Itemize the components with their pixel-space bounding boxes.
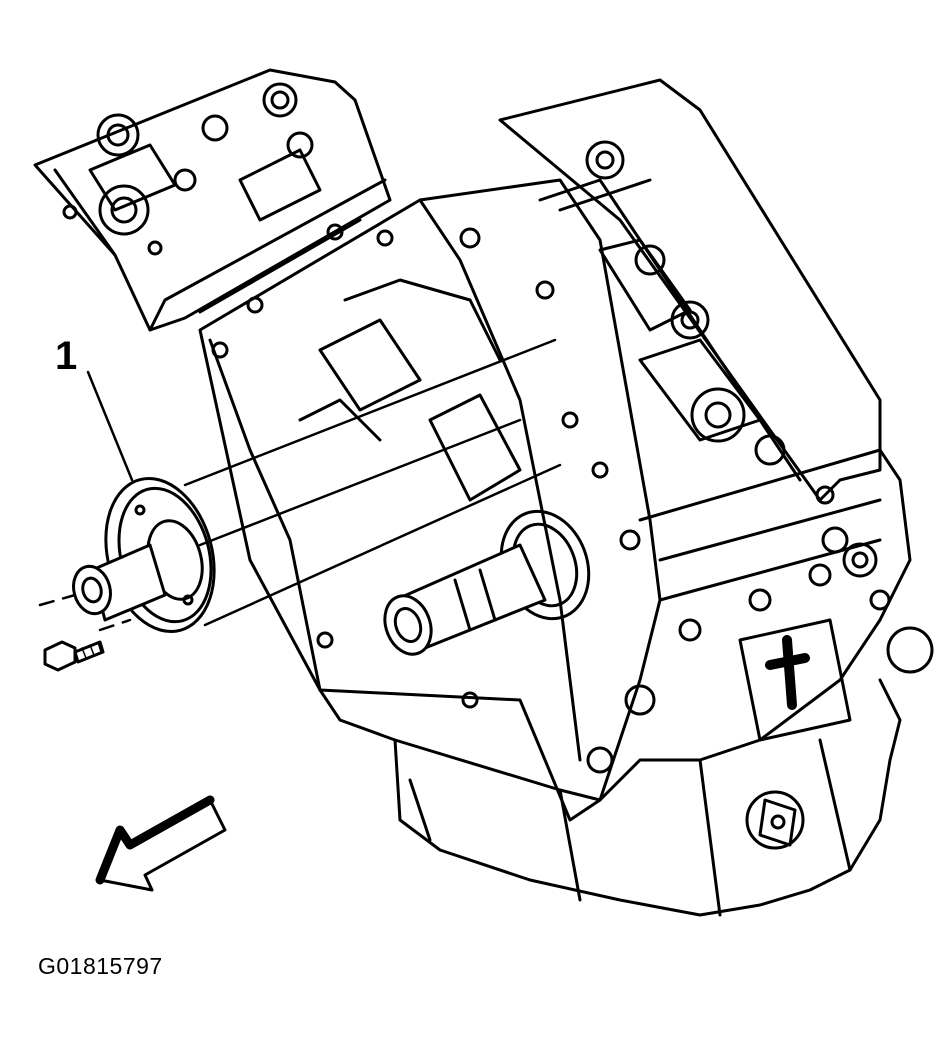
- seal-installer-tool: [72, 476, 216, 634]
- front-cover: [586, 448, 934, 802]
- cylinder-head-left: [33, 68, 392, 332]
- alignment-lines: [38, 338, 562, 632]
- direction-arrow-icon: [95, 795, 227, 892]
- bolt-icon: [43, 640, 105, 672]
- callout-1: 1: [55, 334, 78, 378]
- figure-id: G01815797: [38, 953, 163, 979]
- engine-block: [198, 178, 662, 822]
- callout-leader-line: [86, 370, 134, 482]
- cylinder-head-right: [498, 78, 882, 578]
- oil-pan: [318, 678, 902, 917]
